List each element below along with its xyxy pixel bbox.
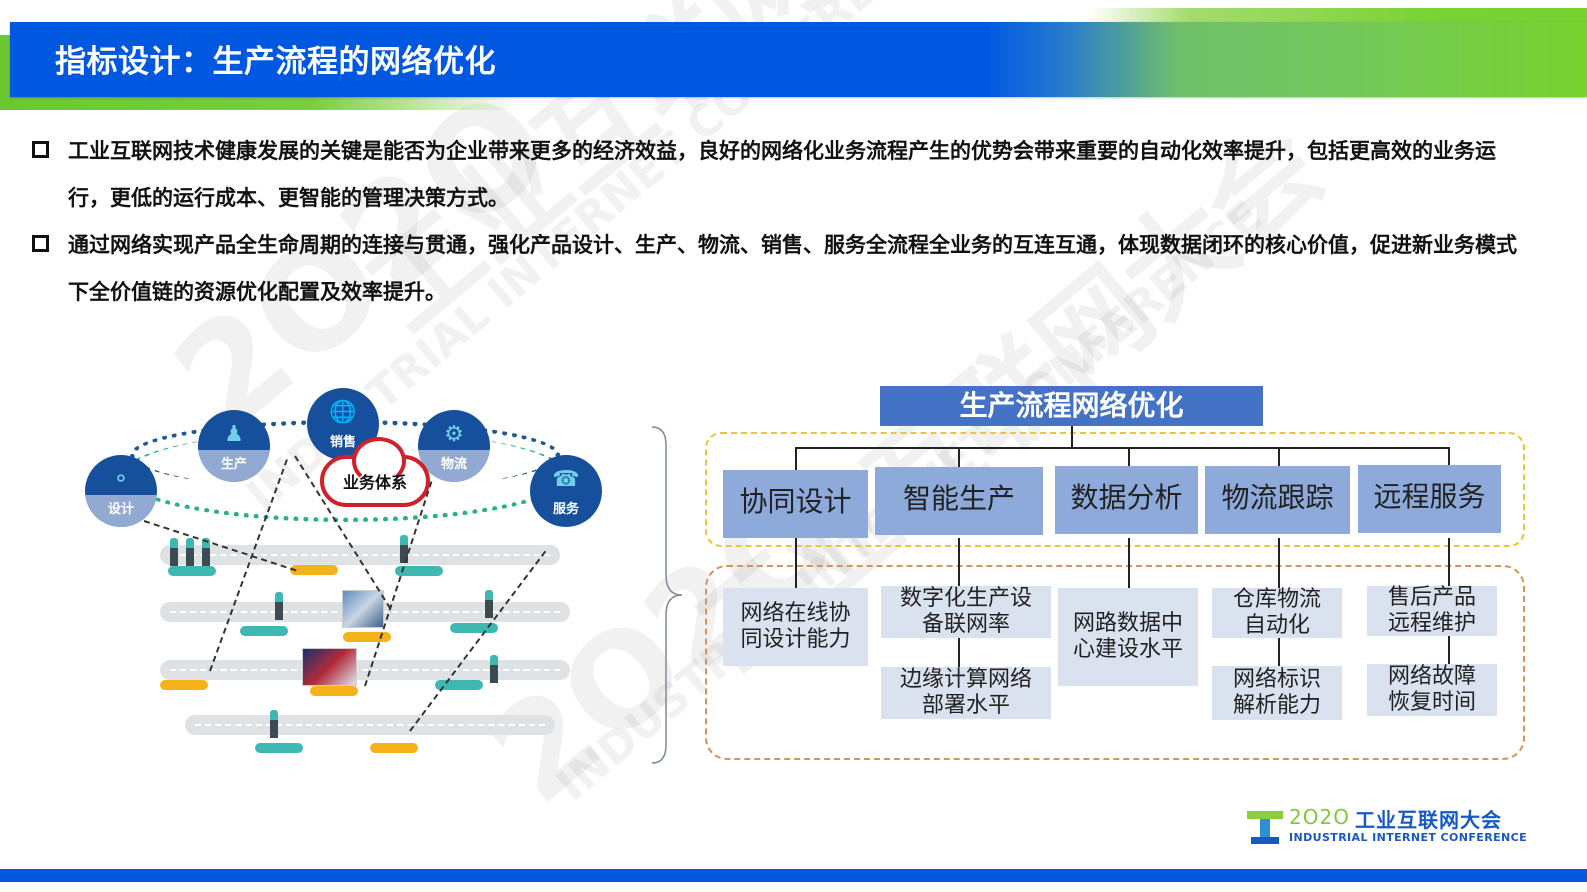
bullet-text: 通过网络实现产品全生命周期的连接与贯通，强化产品设计、生产、物流、销售、服务全流… (68, 233, 1517, 304)
headset-person-icon: ☎ (552, 467, 580, 492)
header-bar (10, 22, 1587, 97)
metric-group-frame (705, 565, 1525, 760)
node-service: ☎ 服务 (530, 455, 602, 527)
bullet-item: 通过网络实现产品全生命周期的连接与贯通，强化产品设计、生产、物流、销售、服务全流… (30, 222, 1530, 316)
people-network-icon: ♟ (224, 422, 244, 447)
footer-bar (0, 869, 1587, 882)
metric-identifier-resolution: 网络标识 解析能力 (1212, 666, 1342, 720)
business-system-illustration: ⚬ 设计 ♟ 生产 🌐 销售 ⚙ 物流 ☎ 服务 业务体系 (60, 370, 620, 770)
metric-warehouse-automation: 仓库物流 自动化 (1212, 587, 1342, 638)
category-data-analysis: 数据分析 (1055, 466, 1198, 534)
logo-en-name: INDUSTRIAL INTERNET CONFERENCE (1289, 831, 1527, 844)
category-collaborative-design: 协同设计 (723, 470, 868, 538)
cloud-business-system: 业务体系 (320, 437, 430, 507)
chat-bubbles-icon: ⚬ (111, 467, 131, 492)
node-production: ♟ 生产 (198, 410, 270, 482)
curly-brace (651, 426, 683, 764)
bullet-text: 工业互联网技术健康发展的关键是能否为企业带来更多的经济效益，良好的网络化业务流程… (68, 139, 1496, 210)
node-logistics: ⚙ 物流 (418, 410, 490, 482)
page-title: 指标设计：生产流程的网络优化 (55, 44, 496, 80)
metric-online-collab-design: 网络在线协 同设计能力 (723, 588, 868, 666)
org-root-node: 生产流程网络优化 (880, 386, 1263, 426)
conference-logo: 2O2O 工业互联网大会 INDUSTRIAL INTERNET CONFERE… (1245, 805, 1527, 850)
bullet-list: 工业互联网技术健康发展的关键是能否为企业带来更多的经济效益，良好的网络化业务流程… (30, 128, 1530, 316)
logo-t-icon (1247, 811, 1283, 844)
logo-year: 2O2O (1289, 805, 1350, 829)
node-design: ⚬ 设计 (85, 455, 157, 527)
logo-cn-name: 工业互联网大会 (1355, 808, 1502, 832)
truck-photo (302, 648, 357, 686)
header-green-accent-top (1090, 8, 1587, 22)
category-smart-production: 智能生产 (875, 467, 1043, 535)
metric-edge-computing-deployment: 边缘计算网络 部署水平 (881, 667, 1051, 719)
monitor-gear-icon: ⚙ (444, 422, 464, 447)
globe-icon: 🌐 (329, 400, 357, 425)
square-bullet-icon (32, 235, 49, 252)
metric-remote-maintenance: 售后产品 远程维护 (1367, 585, 1497, 636)
factory-photo (342, 590, 384, 628)
category-remote-service: 远程服务 (1358, 465, 1501, 533)
category-logistics-tracking: 物流跟踪 (1205, 466, 1350, 534)
category-group-frame (705, 432, 1525, 547)
metric-fault-recovery-time: 网络故障 恢复时间 (1367, 664, 1497, 716)
square-bullet-icon (32, 141, 49, 158)
metric-data-center-construction: 网路数据中 心建设水平 (1058, 588, 1198, 686)
bullet-item: 工业互联网技术健康发展的关键是能否为企业带来更多的经济效益，良好的网络化业务流程… (30, 128, 1530, 222)
metric-device-network-rate: 数字化生产设 备联网率 (881, 586, 1051, 638)
